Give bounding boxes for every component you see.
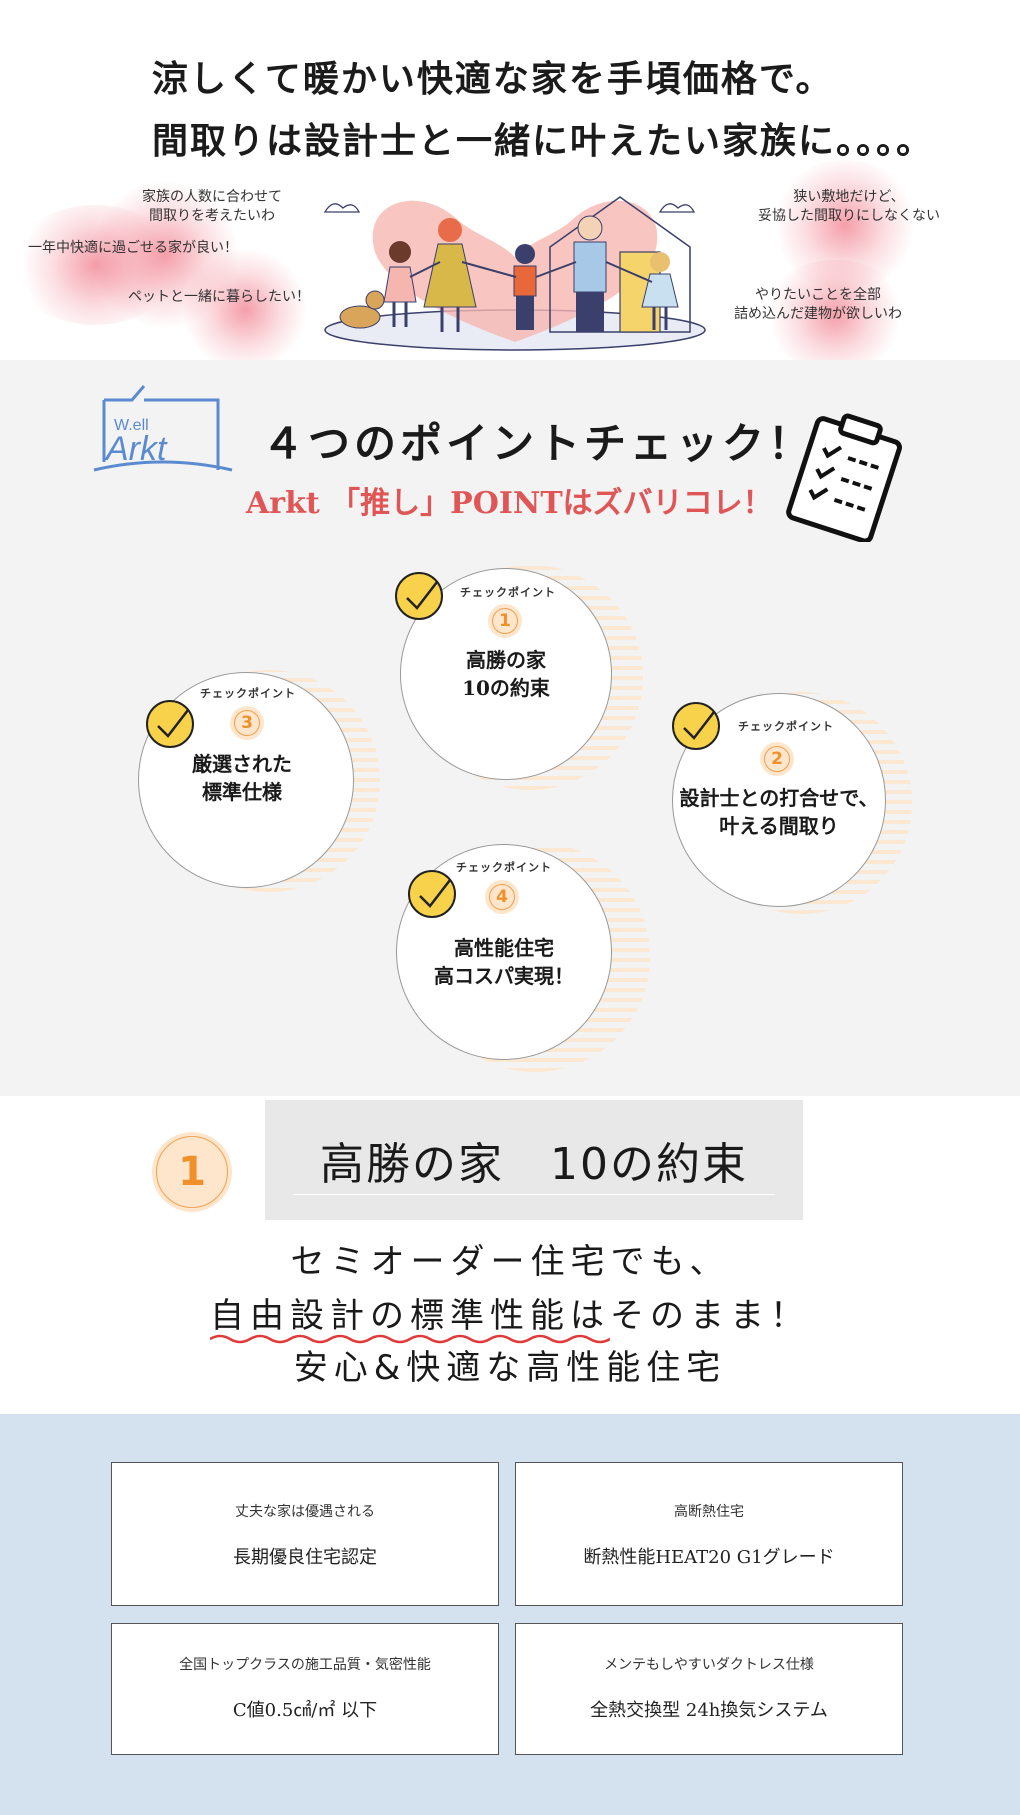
bubble-text: やりたいことを全部: [755, 287, 881, 303]
logo-small-text: W.ell: [114, 417, 149, 434]
pink-glow: [10, 205, 180, 325]
clipboard-icon: [786, 413, 902, 542]
point-number-badge: 2: [760, 742, 794, 776]
bubble-text: 間取りを考えたいわ: [149, 208, 275, 224]
bubble-text: 狭い敷地だけど、: [793, 189, 905, 205]
speech-bubble-comfort: 一年中快適に過ごせる家が良い！: [28, 240, 238, 256]
point-label: チェックポイント: [738, 720, 834, 733]
section-line2-rest: そのまま！: [610, 1296, 810, 1336]
family-illustration: [323, 196, 706, 351]
point-text-line: 高コスパ実現！: [434, 964, 574, 988]
point-text-line: 高勝の家: [466, 648, 546, 672]
point-number-badge: 4: [485, 880, 519, 914]
feature-label: 全国トップクラスの施工品質・気密性能: [179, 1657, 431, 1673]
arkt-logo: W.ell Arkt: [93, 385, 233, 472]
checkmark-icon: [408, 870, 456, 918]
speech-bubble-pet: ペットと一緒に暮らしたい！: [128, 289, 310, 305]
speech-bubble-family-size: 家族の人数に合わせて 間取りを考えたいわ: [142, 188, 282, 226]
hero-heading-line1: 涼しくて暖かい快適な家を手頃価格で。: [152, 58, 834, 100]
promise-section: 1 高勝の家 10の約束 セミオーダー住宅でも、 自由設計の標準性能はそのまま！…: [0, 1096, 1020, 1414]
title-underline: [293, 1194, 775, 1195]
checkmark-icon: [672, 702, 720, 750]
feature-label: 丈夫な家は優遇される: [235, 1504, 375, 1520]
point-text: 高勝の家 10の約束: [406, 646, 606, 702]
point-label: チェックポイント: [460, 586, 556, 599]
points-title: ４つのポイントチェック！: [262, 419, 815, 468]
point-label: チェックポイント: [200, 687, 296, 700]
point-text: 高性能住宅 高コスパ実現！: [404, 934, 604, 990]
feature-value: C値0.5㎠/㎡ 以下: [232, 1700, 378, 1721]
bubble-text: 家族の人数に合わせて: [142, 189, 282, 205]
hero-heading-line2: 間取りは設計士と一緒に叶えたい家族に。。。。: [152, 120, 935, 162]
point-number-badge: 3: [230, 706, 264, 740]
point-text-line: 設計士との打合せで、: [679, 786, 879, 810]
bubble-text: 妥協した間取りにしなくない: [758, 208, 940, 224]
section-title-box: 高勝の家 10の約束: [265, 1100, 803, 1220]
point-text-line: 標準仕様: [202, 780, 282, 804]
point-number-badge: 1: [488, 604, 522, 638]
feature-value: 全熱交換型 24h換気システム: [590, 1700, 828, 1721]
point-label: チェックポイント: [456, 861, 552, 874]
hero-section: 涼しくて暖かい快適な家を手頃価格で。 間取りは設計士と一緒に叶えたい家族に。。。…: [0, 0, 1020, 370]
check-points-section: W.ell Arkt ４つのポイントチェック！ Arkt 「推し」POINTはズ…: [0, 360, 1020, 1096]
section-number: 1: [178, 1149, 206, 1195]
point-number: 3: [241, 713, 253, 733]
underlined-phrase: 自由設計の標準性能は: [210, 1296, 610, 1336]
logo-big-text: Arkt: [104, 430, 168, 468]
feature-label: メンテもしやすいダクトレス仕様: [604, 1657, 814, 1673]
point-number: 4: [496, 887, 508, 907]
wavy-underline: [210, 1334, 610, 1344]
section-title: 高勝の家 10の約束: [320, 1139, 748, 1190]
pink-glow: [180, 250, 310, 370]
checkmark-icon: [395, 572, 443, 620]
feature-label: 高断熱住宅: [674, 1504, 744, 1520]
section-line1: セミオーダー住宅でも、: [290, 1242, 730, 1282]
section-number-badge: 1: [152, 1132, 232, 1212]
section-line2: 自由設計の標準性能はそのまま！: [0, 1288, 1020, 1344]
point-text: 設計士との打合せで、 叶える間取り: [674, 784, 884, 840]
pink-glow: [760, 260, 910, 370]
point-text-line: 叶える間取り: [719, 814, 839, 838]
speech-bubble-narrow-lot: 狭い敷地だけど、 妥協した間取りにしなくない: [758, 188, 940, 226]
feature-card: 高断熱住宅 断熱性能HEAT20 G1グレード: [515, 1462, 903, 1606]
point-text: 厳選された 標準仕様: [142, 750, 342, 806]
feature-value: 長期優良住宅認定: [233, 1547, 377, 1568]
point-text-line: 高性能住宅: [454, 936, 554, 960]
checkmark-icon: [146, 700, 194, 748]
feature-card: 丈夫な家は優遇される 長期優良住宅認定: [111, 1462, 499, 1606]
section-line3: 安心&快適な高性能住宅: [293, 1348, 727, 1388]
point-number: 2: [771, 749, 783, 769]
features-section: 丈夫な家は優遇される 長期優良住宅認定 高断熱住宅 断熱性能HEAT20 G1グ…: [0, 1414, 1020, 1815]
points-subtitle: Arkt 「推し」POINTはズバリコレ！: [246, 486, 773, 521]
feature-card: メンテもしやすいダクトレス仕様 全熱交換型 24h換気システム: [515, 1623, 903, 1755]
underlined-text: 自由設計の標準性能は: [210, 1296, 610, 1344]
point-number: 1: [499, 611, 511, 631]
speech-bubble-wishes: やりたいことを全部 詰め込んだ建物が欲しいわ: [734, 286, 902, 324]
feature-value: 断熱性能HEAT20 G1グレード: [583, 1547, 835, 1568]
bubble-text: 詰め込んだ建物が欲しいわ: [734, 306, 902, 322]
point-text-line: 10の約束: [462, 676, 550, 700]
point-text-line: 厳選された: [192, 752, 292, 776]
feature-card: 全国トップクラスの施工品質・気密性能 C値0.5㎠/㎡ 以下: [111, 1623, 499, 1755]
